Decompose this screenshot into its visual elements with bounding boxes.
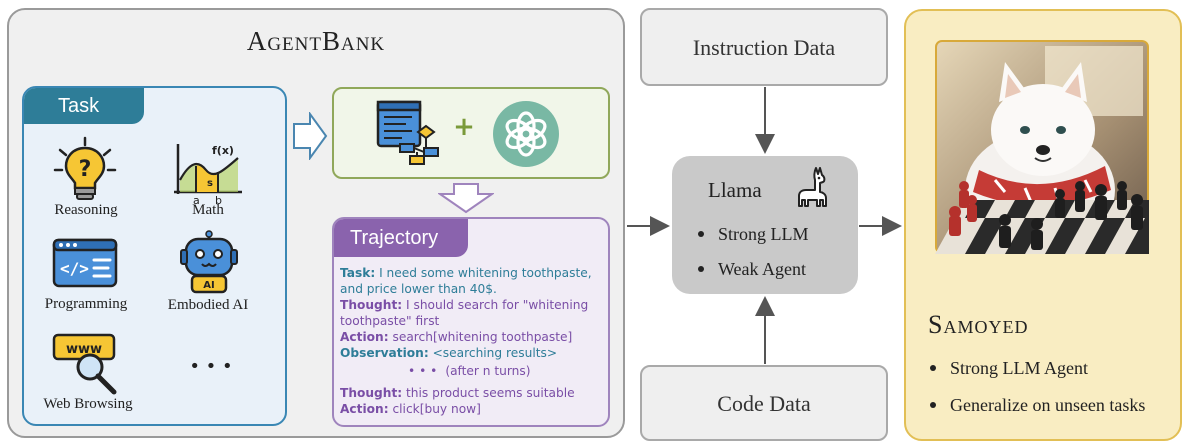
function-graph-icon: f(x) s a b xyxy=(174,144,242,206)
robot-icon: AI xyxy=(180,230,238,294)
samoyed-chess-illustration xyxy=(935,40,1149,254)
svg-text:f(x): f(x) xyxy=(212,144,234,157)
svg-text:AI: AI xyxy=(203,280,214,291)
svg-text:a: a xyxy=(193,194,200,206)
llama-bullet-strong-llm: Strong LLM xyxy=(698,224,809,245)
lightbulb-icon: ? xyxy=(53,136,117,200)
traj-thought1-value: I should search for "whitening toothpast… xyxy=(340,298,589,328)
trajectory-header: Trajectory xyxy=(334,219,468,257)
traj-thought2-key: Thought: xyxy=(340,386,403,400)
workflow-diagram-icon xyxy=(376,100,439,165)
hollow-arrow-right xyxy=(293,112,328,160)
category-programming: Programming xyxy=(44,296,128,312)
code-window-icon: </> xyxy=(52,238,118,288)
code-data-label: Code Data xyxy=(717,391,811,416)
instruction-data-box: Instruction Data xyxy=(640,8,888,86)
more-categories-ellipsis: • • • xyxy=(189,356,233,377)
instruction-data-label: Instruction Data xyxy=(692,35,836,60)
traj-ellipsis-text: (after n turns) xyxy=(445,364,531,378)
category-reasoning: Reasoning xyxy=(54,202,118,218)
samoyed-title: Samoyed xyxy=(928,310,1029,339)
traj-task-key: Task: xyxy=(340,266,376,280)
llama-bullet-weak-agent: Weak Agent xyxy=(698,259,806,280)
hollow-arrow-down xyxy=(438,183,494,214)
trajectory-text: Task: I need some whitening toothpaste, … xyxy=(340,265,606,417)
traj-thought1-key: Thought: xyxy=(340,298,403,312)
svg-text:s: s xyxy=(207,178,213,189)
traj-ellipsis-dots: • • • xyxy=(408,364,438,378)
samoyed-bullet-strong-agent: Strong LLM Agent xyxy=(930,358,1088,379)
llama-icon xyxy=(798,167,827,207)
agentbank-title: AgentBank xyxy=(246,26,386,56)
samoyed-bullet-generalize: Generalize on unseen tasks xyxy=(930,395,1145,416)
traj-observation-value: <searching results> xyxy=(428,346,558,360)
svg-text:?: ? xyxy=(79,157,92,182)
category-embodied-ai: Embodied AI xyxy=(167,297,249,313)
traj-task-value: I need some whitening toothpaste, and pr… xyxy=(340,266,592,296)
traj-action2-value: click[buy now] xyxy=(388,402,481,416)
svg-text:www: www xyxy=(66,342,102,357)
traj-thought2-value: this product seems suitable xyxy=(402,386,575,400)
llama-title: Llama xyxy=(708,178,762,202)
plus-sign: + xyxy=(453,112,475,142)
svg-text:</>: </> xyxy=(60,259,89,278)
traj-action1-value: search[whitening toothpaste] xyxy=(388,330,573,344)
category-web-browsing: Web Browsing xyxy=(43,396,133,412)
openai-logo-icon xyxy=(493,101,559,167)
code-data-box: Code Data xyxy=(640,365,888,441)
traj-action2-key: Action: xyxy=(340,402,389,416)
traj-observation-key: Observation: xyxy=(340,346,429,360)
www-search-icon: www xyxy=(52,333,117,395)
category-math: Math xyxy=(192,202,224,218)
task-header: Task xyxy=(24,88,144,124)
traj-action1-key: Action: xyxy=(340,330,389,344)
svg-text:b: b xyxy=(215,194,222,206)
